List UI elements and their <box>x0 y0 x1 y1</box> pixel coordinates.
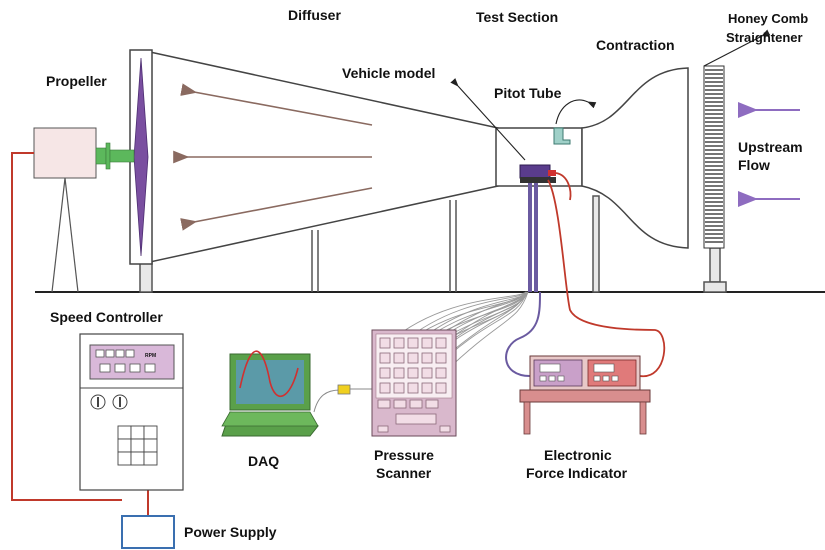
tunnel-supports <box>139 195 727 293</box>
force-indicator <box>519 355 651 435</box>
honeycomb-cells <box>705 69 723 243</box>
pressure-port <box>393 367 405 379</box>
power-supply-label: Power Supply <box>184 524 277 540</box>
pressure-scanner-label-line1: Pressure <box>374 447 434 463</box>
honeycomb-label-line2: Straightener <box>726 30 803 45</box>
pressure-port <box>435 352 447 364</box>
pressure-port <box>393 352 405 364</box>
upstream-flow-arrows <box>738 102 800 207</box>
force-indicator-label-line2: Force Indicator <box>526 465 628 481</box>
force-wire-red <box>547 179 666 377</box>
pressure-port <box>379 367 391 379</box>
pressure-port <box>393 337 405 349</box>
pressure-port <box>435 337 447 349</box>
pressure-port <box>407 337 419 349</box>
pressure-scanner-ports <box>379 337 447 394</box>
motor-stand <box>51 177 79 293</box>
diffuser-flow-arrows <box>173 83 373 231</box>
force-wire-red-top <box>555 172 572 201</box>
propeller-label: Propeller <box>46 73 107 89</box>
sting-support <box>528 183 538 292</box>
power-supply-box <box>121 515 175 549</box>
honeycomb-straightener <box>703 65 725 249</box>
vehicle-model-label: Vehicle model <box>342 65 435 81</box>
rpm-label: RPM <box>145 353 156 359</box>
pressure-tube <box>388 291 527 343</box>
pressure-port <box>407 382 419 394</box>
diffuser-label: Diffuser <box>288 7 341 23</box>
force-indicator-label-line1: Electronic <box>544 447 612 463</box>
pitot-tube <box>553 127 571 145</box>
test-section-label: Test Section <box>476 9 558 25</box>
contraction <box>581 67 689 249</box>
speed-controller <box>79 333 184 491</box>
pitot-tube-label: Pitot Tube <box>494 85 562 101</box>
pressure-port <box>421 367 433 379</box>
contraction-label: Contraction <box>596 37 675 53</box>
pressure-port <box>407 367 419 379</box>
pressure-port <box>435 382 447 394</box>
daq-cable <box>313 389 341 413</box>
pressure-port <box>379 352 391 364</box>
pressure-port <box>421 337 433 349</box>
callout-arrows <box>450 29 771 161</box>
pressure-tube <box>402 291 528 343</box>
pressure-tube <box>444 291 529 373</box>
vehicle-model <box>519 164 556 183</box>
pressure-scanner-label-line2: Scanner <box>376 465 432 481</box>
pressure-scanner-controls <box>377 399 451 433</box>
upstream-label-line2: Flow <box>738 157 770 173</box>
pressure-port <box>393 382 405 394</box>
speed-controller-label: Speed Controller <box>50 309 163 325</box>
pressure-port <box>421 352 433 364</box>
daq-laptop <box>221 350 319 437</box>
daq-label: DAQ <box>248 453 279 469</box>
pressure-port <box>379 382 391 394</box>
honeycomb-label-line1: Honey Comb <box>728 11 808 26</box>
pressure-port <box>435 367 447 379</box>
pressure-port <box>421 382 433 394</box>
pressure-port <box>407 352 419 364</box>
propeller <box>129 49 153 265</box>
upstream-label-line1: Upstream <box>738 139 803 155</box>
motor <box>33 127 135 179</box>
power-wire <box>11 152 122 501</box>
force-wire-purple <box>505 291 541 377</box>
pressure-port <box>379 337 391 349</box>
daq-connector <box>337 384 351 395</box>
